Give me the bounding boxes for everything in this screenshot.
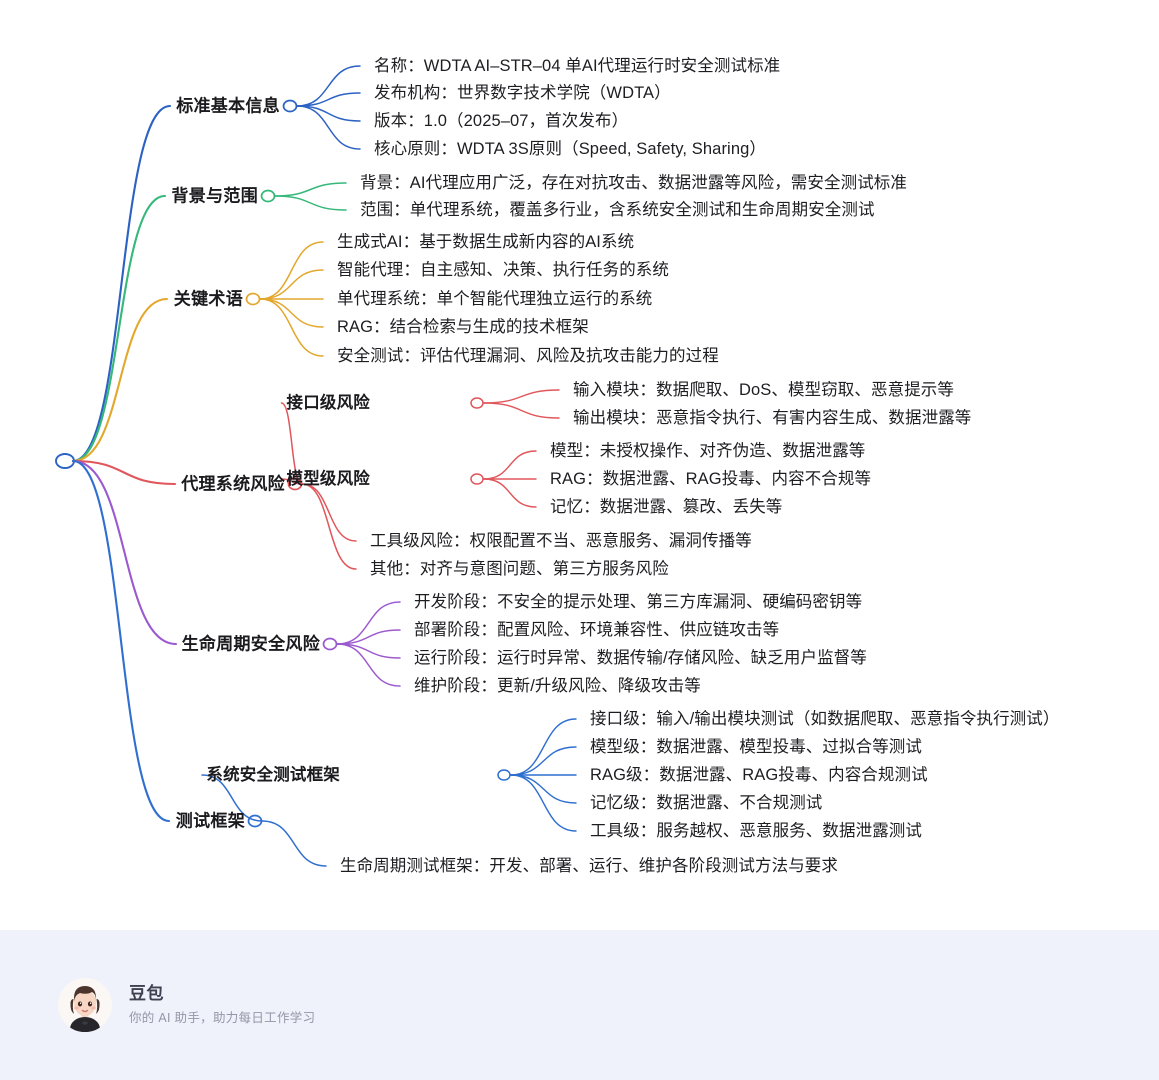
node-dot-icon[interactable]: [470, 473, 484, 485]
leaf-label-0-3[interactable]: 核心原则：WDTA 3S原则（Speed, Safety, Sharing）: [374, 139, 766, 158]
branch-label-key-terms[interactable]: 关键术语: [173, 289, 243, 309]
connector-curve: [301, 483, 357, 542]
branch-label-agent-system-risk[interactable]: 代理系统风险: [181, 474, 285, 494]
connector-curve: [259, 298, 324, 328]
branch-label-background-scope[interactable]: 背景与范围: [171, 186, 258, 206]
node-dot-icon[interactable]: [497, 769, 511, 781]
leaf-label-3-3[interactable]: 其他：对齐与意图问题、第三方服务风险: [370, 559, 669, 578]
leaf-label-5-0-0[interactable]: 接口级：输入/输出模块测试（如数据爬取、恶意指令执行测试）: [590, 709, 1060, 728]
connector-curve: [483, 402, 560, 419]
node-dot-icon[interactable]: [470, 397, 484, 409]
connector-curve: [336, 643, 401, 659]
connector-curve: [301, 483, 357, 570]
leaf-label-3-1-2[interactable]: 记忆：数据泄露、篡改、丢失等: [550, 497, 783, 516]
connector-curve: [71, 297, 169, 463]
avatar-illustration-icon: [70, 986, 100, 1032]
connector-curve: [259, 269, 324, 300]
leaf-label-2-2[interactable]: 单代理系统：单个智能代理独立运行的系统: [337, 289, 653, 308]
connector-curve: [336, 601, 401, 645]
connector-curve: [510, 774, 577, 832]
connector-curve: [483, 389, 560, 404]
leaf-label-3-2[interactable]: 工具级风险：权限配置不当、恶意服务、漏洞传播等: [370, 531, 752, 550]
connector-curve: [71, 194, 167, 463]
node-dot-icon[interactable]: [55, 453, 75, 469]
node-dot-icon[interactable]: [282, 99, 298, 113]
leaf-label-3-0-0[interactable]: 输入模块：数据爬取、DoS、模型窃取、恶意提示等: [573, 380, 954, 399]
leaf-label-2-1[interactable]: 智能代理：自主感知、决策、执行任务的系统: [337, 260, 669, 279]
leaf-label-5-0-1[interactable]: 模型级：数据泄露、模型投毒、过拟合等测试: [590, 737, 922, 756]
connector-curve: [71, 104, 172, 463]
connector-curve: [259, 298, 324, 357]
brand-tagline: 你的 AI 助手，助力每日工作学习: [129, 1010, 316, 1025]
subbranch-label-5-0[interactable]: 系统安全测试框架: [206, 765, 340, 784]
connector-curve: [71, 459, 177, 486]
connector-curve: [259, 241, 324, 300]
leaf-label-4-1[interactable]: 部署阶段：配置风险、环境兼容性、供应链攻击等: [414, 620, 780, 639]
connector-curve: [296, 92, 361, 107]
leaf-label-4-0[interactable]: 开发阶段：不安全的提示处理、第三方库漏洞、硬编码密钥等: [414, 592, 863, 611]
node-dot-icon[interactable]: [260, 189, 276, 203]
connector-curve: [483, 478, 537, 508]
leaf-label-1-1[interactable]: 范围：单代理系统，覆盖多行业，含系统安全测试和生命周期安全测试: [360, 200, 875, 219]
mindmap-canvas[interactable]: 标准基本信息 名称：WDTA AI–STR–04 单AI代理运行时安全测试标准发布…: [0, 0, 1159, 930]
connector-curve: [296, 105, 361, 150]
leaf-label-3-1-1[interactable]: RAG：数据泄露、RAG投毒、内容不合规等: [550, 469, 872, 488]
connector-curve: [336, 629, 401, 645]
leaf-label-1-0[interactable]: 背景：AI代理应用广泛，存在对抗攻击、数据泄露等风险，需安全测试标准: [360, 173, 907, 192]
branch-label-testing-framework[interactable]: 测试框架: [175, 811, 245, 831]
node-dot-icon[interactable]: [245, 292, 261, 306]
leaf-label-2-4[interactable]: 安全测试：评估代理漏洞、风险及抗攻击能力的过程: [337, 346, 719, 365]
branch-label-standard-basic-info[interactable]: 标准基本信息: [176, 96, 280, 116]
avatar: [58, 978, 112, 1032]
leaf-label-2-3[interactable]: RAG：结合检索与生成的技术框架: [337, 317, 589, 336]
leaf-label-0-0[interactable]: 名称：WDTA AI–STR–04 单AI代理运行时安全测试标准: [374, 56, 781, 75]
leaf-label-3-0-1[interactable]: 输出模块：恶意指令执行、有害内容生成、数据泄露等: [573, 408, 972, 427]
connector-curve: [296, 105, 361, 122]
leaf-label-5-0-2[interactable]: RAG级：数据泄露、RAG投毒、内容合规测试: [590, 765, 928, 784]
connector-curve: [510, 774, 577, 804]
leaf-label-4-2[interactable]: 运行阶段：运行时异常、数据传输/存储风险、缺乏用户监督等: [414, 648, 867, 667]
leaf-label-0-1[interactable]: 发布机构：世界数字技术学院（WDTA）: [374, 83, 671, 102]
connector-curve: [261, 820, 327, 867]
leaf-label-5-0-4[interactable]: 工具级：服务越权、恶意服务、数据泄露测试: [590, 821, 922, 840]
brand-text-block: 豆包 你的 AI 助手，助力每日工作学习: [129, 983, 315, 1028]
leaf-label-3-1-0[interactable]: 模型：未授权操作、对齐伪造、数据泄露等: [550, 441, 866, 460]
connector-curve: [336, 643, 401, 687]
subbranch-label-3-0[interactable]: 接口级风险: [286, 393, 370, 412]
connector-curve: [510, 746, 577, 776]
connector-curve: [274, 195, 347, 211]
branch-label-lifecycle-security-risk[interactable]: 生命周期安全风险: [181, 634, 320, 654]
connector-curve: [71, 459, 178, 646]
brand-name: 豆包: [129, 983, 164, 1003]
app-footer-bar: 豆包 你的 AI 助手，助力每日工作学习: [0, 930, 1159, 1080]
connector-curve: [510, 718, 577, 776]
connector-curve: [71, 459, 171, 823]
leaf-label-4-3[interactable]: 维护阶段：更新/升级风险、降级攻击等: [414, 676, 701, 695]
leaf-label-0-2[interactable]: 版本：1.0（2025–07，首次发布）: [374, 111, 629, 130]
leaf-label-2-0[interactable]: 生成式AI：基于数据生成新内容的AI系统: [337, 232, 635, 251]
subbranch-label-3-1[interactable]: 模型级风险: [286, 469, 370, 488]
connector-curve: [274, 182, 347, 197]
connector-curve: [483, 450, 537, 480]
leaf-label-5-1[interactable]: 生命周期测试框架：开发、部署、运行、维护各阶段测试方法与要求: [340, 856, 838, 875]
connector-curve: [296, 65, 361, 107]
node-dot-icon[interactable]: [247, 814, 263, 828]
leaf-label-5-0-3[interactable]: 记忆级：数据泄露、不合规测试: [590, 793, 823, 812]
node-dot-icon[interactable]: [322, 637, 338, 651]
